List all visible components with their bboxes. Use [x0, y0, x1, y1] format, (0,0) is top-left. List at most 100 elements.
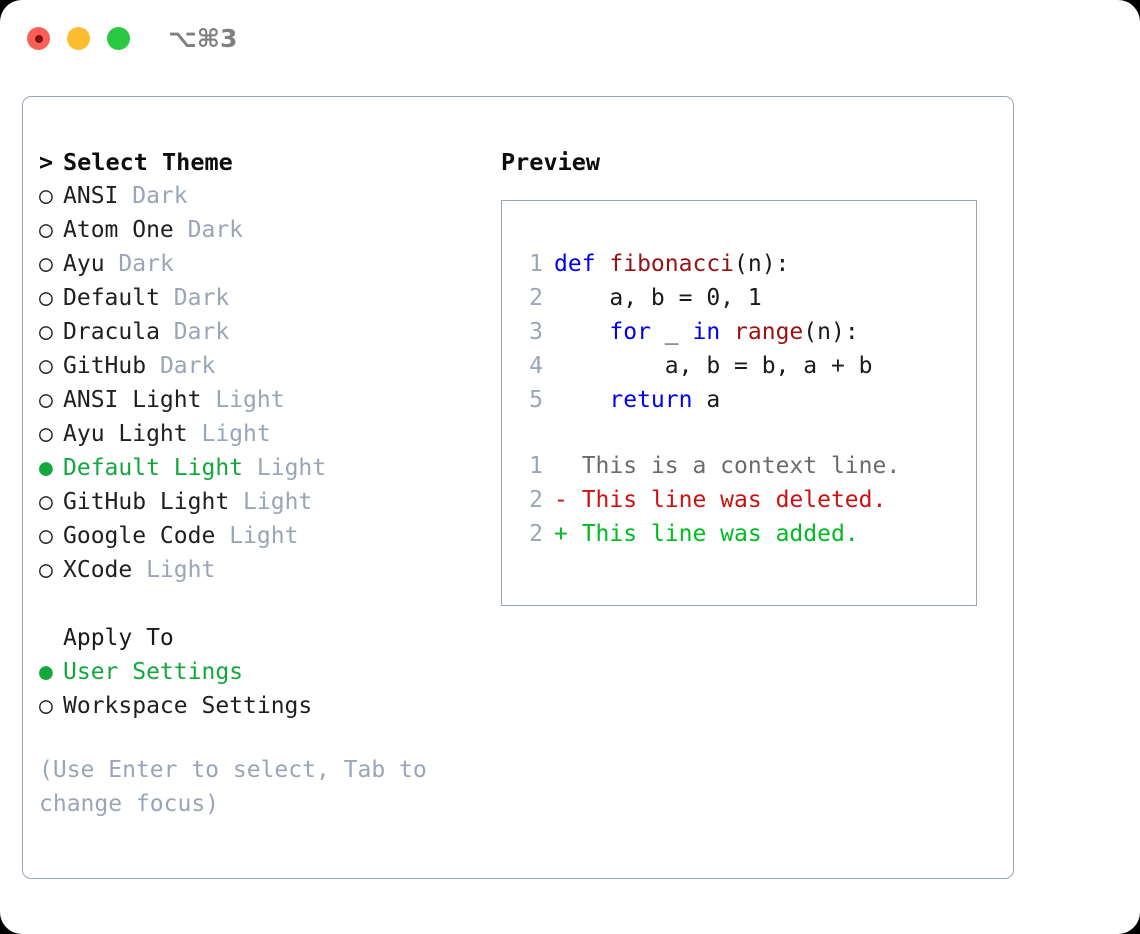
code-token: a, b = b, a + b: [554, 353, 873, 379]
theme-picker-panel: >Select Theme ○ANSI Dark ○Atom One Dark …: [22, 96, 1014, 879]
line-number: 3: [529, 319, 543, 345]
keyboard-hint: (Use Enter to select, Tab to change focu…: [39, 753, 459, 821]
line-number: 2: [529, 521, 543, 547]
radio-selected-icon: ●: [39, 659, 53, 685]
radio-icon: ○: [39, 285, 53, 311]
theme-name: ANSI Light: [63, 387, 202, 413]
diff-text: This is a context line.: [567, 453, 901, 479]
theme-selection-column: >Select Theme ○ANSI Dark ○Atom One Dark …: [39, 145, 479, 821]
code-token: for: [609, 319, 651, 345]
theme-category-label: Light: [256, 455, 327, 481]
keyboard-hint-line-1: (Use Enter to select, Tab to: [39, 757, 427, 783]
theme-name: Atom One: [63, 217, 174, 243]
radio-icon: ○: [39, 693, 53, 719]
theme-category-label: Dark: [173, 319, 230, 345]
code-token: (n):: [734, 251, 790, 277]
close-button[interactable]: [27, 27, 50, 50]
theme-name: Default Light: [63, 455, 244, 481]
code-line: 5 return a: [515, 383, 970, 417]
theme-name: Default: [63, 285, 160, 311]
code-line: 4 a, b = b, a + b: [515, 349, 970, 383]
select-theme-header: > Select Theme: [39, 145, 479, 179]
theme-name: GitHub: [63, 353, 147, 379]
theme-list-item-selected[interactable]: ● Default Light Light: [39, 451, 479, 485]
theme-name: Dracula: [63, 319, 160, 345]
apply-to-label: Apply To: [63, 625, 174, 651]
theme-list-item[interactable]: ○ GitHub Light Light: [39, 485, 479, 519]
radio-icon: ○: [39, 557, 53, 583]
diff-line-context: 1 This is a context line.: [515, 449, 970, 483]
apply-to-option-label: Workspace Settings: [63, 693, 313, 719]
code-token: (n):: [803, 319, 859, 345]
theme-category: [118, 183, 132, 209]
theme-category-label: Light: [215, 387, 285, 413]
theme-category-label: Light: [243, 489, 313, 515]
radio-icon: ○: [39, 523, 53, 549]
code-token: a, b = 0, 1: [554, 285, 762, 311]
apply-to-option-workspace[interactable]: ○ Workspace Settings: [39, 689, 479, 723]
code-token: fibonacci: [609, 251, 735, 277]
theme-name: Ayu: [63, 251, 105, 277]
title-bar: ⌥⌘3: [0, 0, 1140, 78]
theme-list-item[interactable]: ○ GitHub Dark: [39, 349, 479, 383]
diff-sign: -: [554, 487, 568, 513]
theme-list-item[interactable]: ○ Dracula Dark: [39, 315, 479, 349]
theme-name: GitHub Light: [63, 489, 230, 515]
apply-to-option-user[interactable]: ●User Settings: [39, 655, 479, 689]
theme-list-item[interactable]: ○ Atom One Dark: [39, 213, 479, 247]
code-token: return: [609, 387, 693, 413]
radio-icon: ○: [39, 319, 53, 345]
code-line: 3 for _ in range(n):: [515, 315, 970, 349]
list-spacer: [39, 587, 479, 621]
theme-list-item[interactable]: ○ Google Code Light: [39, 519, 479, 553]
radio-icon: ○: [39, 353, 53, 379]
code-token: [720, 319, 734, 345]
line-number: 1: [529, 251, 543, 277]
radio-icon: ○: [39, 217, 53, 243]
theme-category-label: Dark: [159, 353, 216, 379]
theme-category-label: Light: [229, 523, 299, 549]
radio-selected-icon: ●: [39, 455, 53, 481]
line-number: 2: [529, 487, 543, 513]
preview-title: Preview: [501, 148, 601, 176]
theme-list-item[interactable]: ○ ANSI Dark: [39, 179, 479, 213]
theme-category-label: Dark: [187, 217, 244, 243]
radio-icon: ○: [39, 251, 53, 277]
diff-line-deleted: 2- This line was deleted.: [515, 483, 970, 517]
line-number: 2: [529, 285, 543, 311]
keyboard-hint-line-2: change focus): [39, 791, 220, 817]
select-theme-label: Select Theme: [63, 148, 233, 176]
keyboard-shortcut-label: ⌥⌘3: [168, 24, 238, 53]
radio-icon: ○: [39, 183, 53, 209]
theme-list-item[interactable]: ○XCode Light: [39, 553, 479, 587]
diff-text: This line was added.: [567, 521, 859, 547]
minimize-button[interactable]: [67, 27, 90, 50]
code-token: def: [554, 251, 610, 277]
theme-list-item[interactable]: ○Default Dark: [39, 281, 479, 315]
radio-icon: ○: [39, 387, 53, 413]
theme-name: Google Code: [63, 523, 216, 549]
maximize-button[interactable]: [107, 27, 130, 50]
theme-name: ANSI: [63, 183, 119, 209]
radio-icon: ○: [39, 489, 53, 515]
theme-list-item[interactable]: ○ Ayu Dark: [39, 247, 479, 281]
code-line: 1 def fibonacci(n):: [515, 247, 970, 281]
diff-sign: +: [554, 521, 568, 547]
code-token: [554, 387, 609, 413]
line-number: 1: [529, 453, 543, 479]
diff-line-added: 2 + This line was added.: [515, 517, 970, 551]
theme-name: XCode: [63, 557, 133, 583]
theme-list-item[interactable]: ○Ayu Light Light: [39, 417, 479, 451]
theme-category-label: Dark: [118, 251, 174, 277]
theme-category-label: Dark: [132, 183, 188, 209]
code-token: range: [734, 319, 804, 345]
caret-icon: >: [39, 148, 54, 176]
code-line: 2 a, b = 0, 1: [515, 281, 970, 315]
close-icon: [34, 34, 43, 43]
theme-list-item[interactable]: ○ ANSI Light Light: [39, 383, 479, 417]
theme-name: Ayu Light: [63, 421, 188, 447]
apply-to-header: Apply To: [39, 621, 479, 655]
